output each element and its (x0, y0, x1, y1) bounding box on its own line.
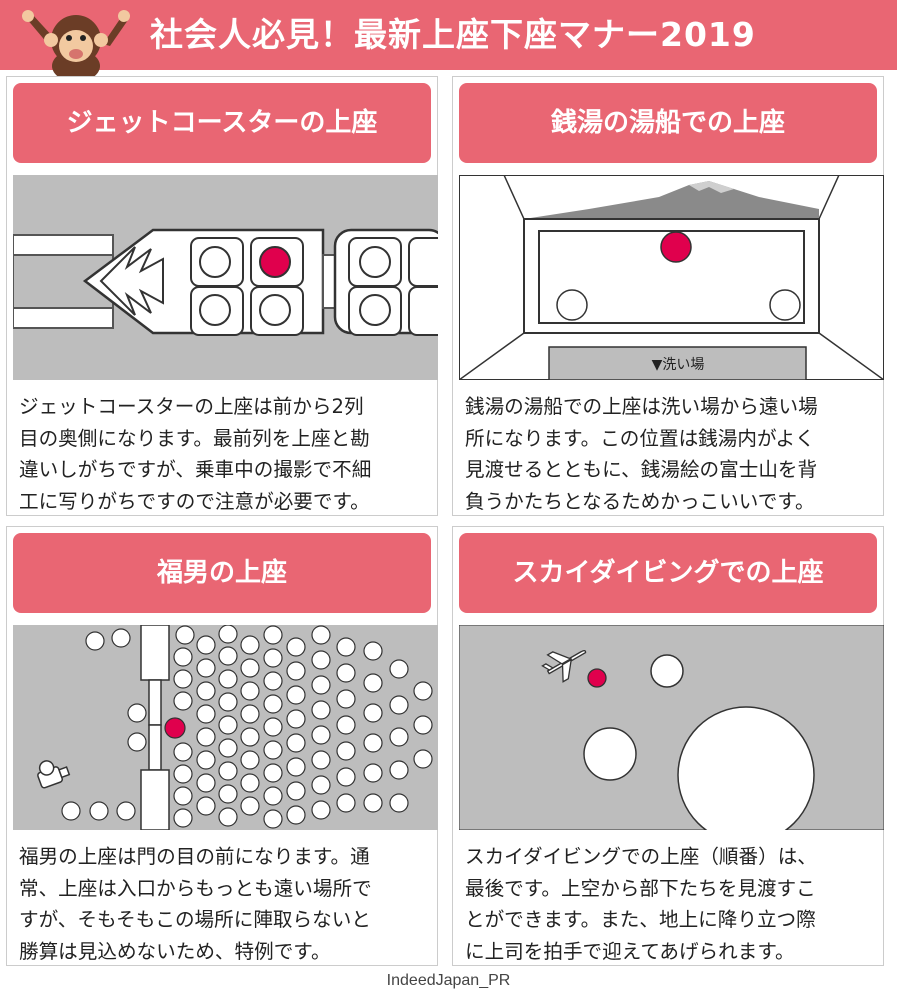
airplane-icon (541, 650, 587, 683)
page-title: 社会人必見！最新上座下座マナー2019 (150, 15, 756, 54)
header-banner: 社会人必見！最新上座下座マナー2019 (0, 0, 897, 79)
washing-area-label: ▼洗い場 (652, 357, 705, 373)
panel-fukuotoko: 福男の上座 (6, 526, 438, 966)
panel-title: スカイダイビングでの上座 (459, 533, 877, 613)
panel-description: スカイダイビングでの上座（順番）は、 最後です。上空から部下たちを見渡すこ とが… (465, 845, 817, 963)
panel-title: 銭湯の湯船での上座 (459, 83, 877, 163)
panel-title: 福男の上座 (13, 533, 431, 613)
credit-text: IndeedJapan_PR (386, 972, 511, 989)
roller-coaster-illustration (13, 175, 438, 380)
panel-title: ジェットコースターの上座 (13, 83, 431, 163)
panel-description: 銭湯の湯船での上座は洗い場から遠い場 所になります。この位置は銭湯内がよく 見渡… (465, 395, 818, 513)
panel-roller-coaster: ジェットコースターの上座 ジェットコースターの上座は前から2列 目の奥側になりま… (6, 76, 438, 516)
fukuotoko-illustration (13, 625, 438, 830)
skydiving-illustration (459, 625, 884, 830)
panel-public-bath: 銭湯の湯船での上座 ▼洗い場 銭湯の湯船での上座は洗い場から遠い場 所になります… (452, 76, 884, 516)
monkey-mascot-icon (22, 10, 130, 79)
camera-icon (37, 760, 71, 789)
panel-description: 福男の上座は門の目の前になります。通 常、上座は入口からもっとも遠い場所で すが… (19, 845, 372, 963)
panel-description: ジェットコースターの上座は前から2列 目の奥側になります。最前列を上座と勘 違い… (19, 395, 372, 513)
public-bath-illustration: ▼洗い場 (459, 175, 884, 380)
panel-skydiving: スカイダイビングでの上座 スカイダイビングでの上座（順番）は、 最後です。上空か… (452, 526, 884, 966)
